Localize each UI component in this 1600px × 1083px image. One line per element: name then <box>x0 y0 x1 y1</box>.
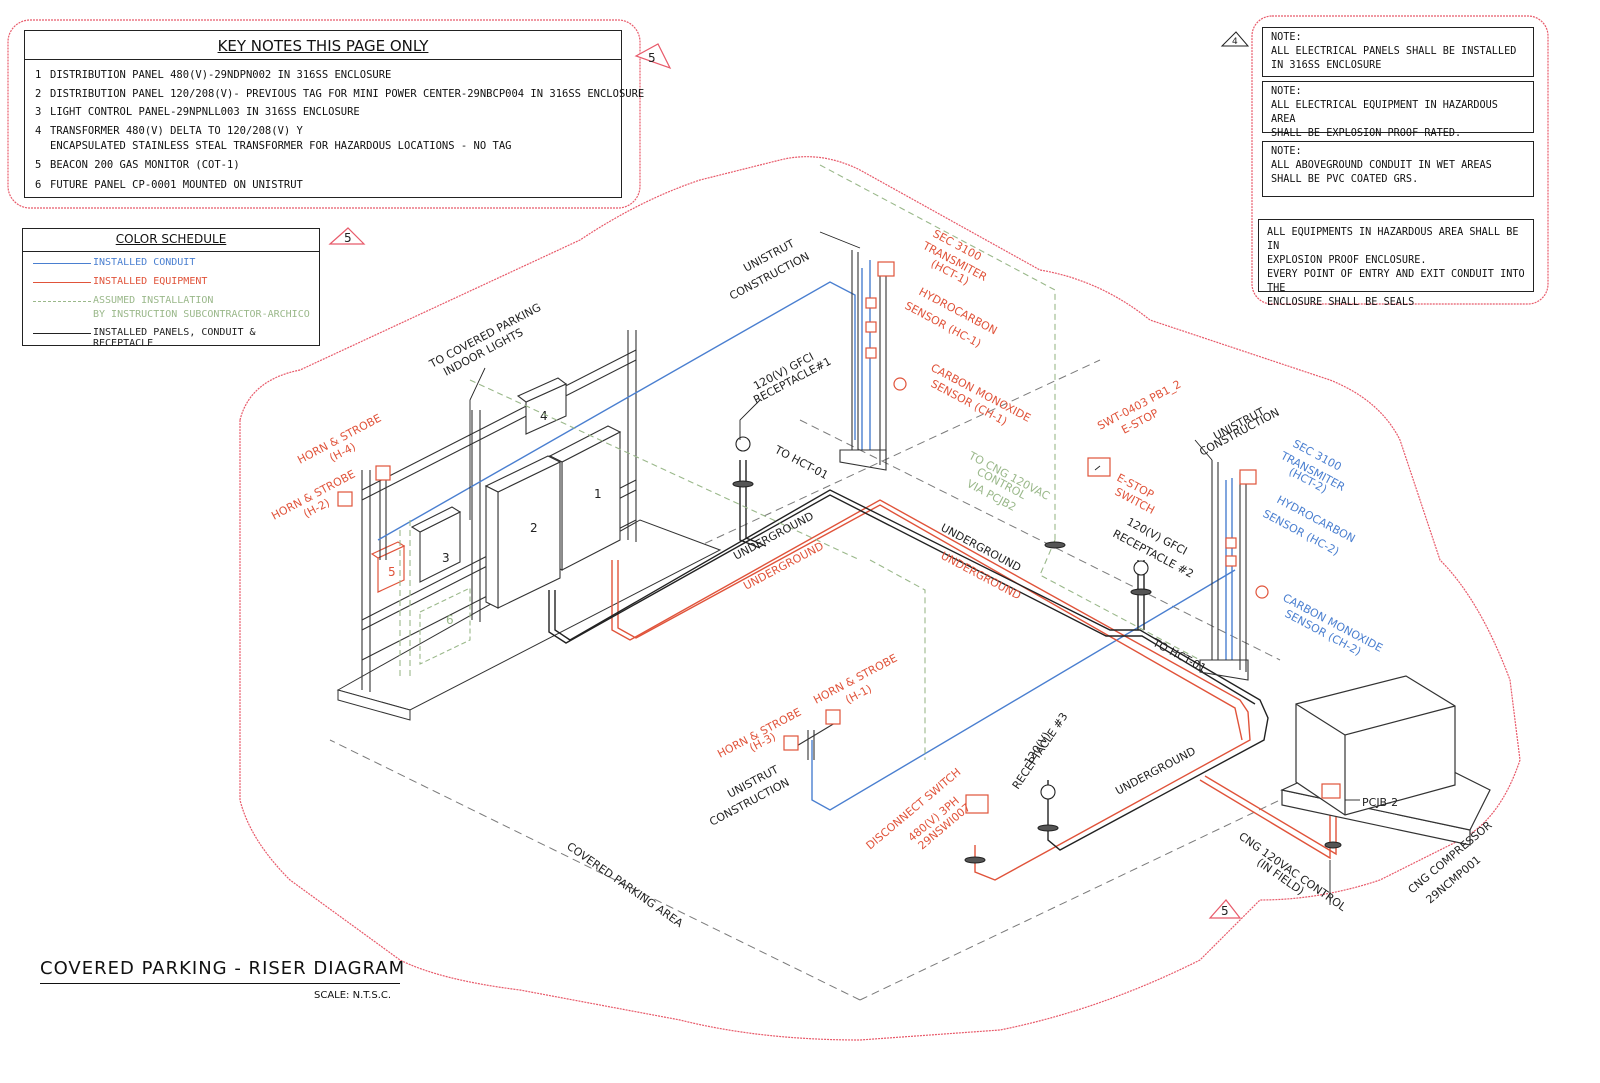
panel-5-tag: 5 <box>388 565 396 579</box>
color-label-panel: INSTALLED PANELS, CONDUIT & RECEPTACLE <box>93 327 256 349</box>
revision-cloud-keynotes <box>7 19 641 209</box>
sensors-hct1 <box>865 261 907 391</box>
assumed-installation-runs <box>399 164 1201 760</box>
panel-6-future <box>419 587 471 665</box>
installed-conduit-runs <box>377 260 1236 811</box>
diagram-scale: SCALE: N.T.S.C. <box>314 990 392 1001</box>
sleeve-marks <box>964 541 1342 864</box>
horn-strobe-h1-h3-devices <box>783 709 841 751</box>
label-underground-5: UNDERGROUND <box>1113 744 1198 797</box>
color-schedule-title: COLOR SCHEDULE <box>115 232 227 246</box>
covered-parking-outline <box>329 359 1281 1001</box>
key-notes-title: KEY NOTES THIS PAGE ONLY <box>217 37 429 55</box>
horn-strobe-h4-device <box>375 465 391 481</box>
color-swatch-assumed <box>33 301 91 302</box>
revision-triangle-notes: 4 <box>1220 31 1250 47</box>
label-to-hct01-a: TO HCT-01 <box>772 443 831 482</box>
key-note-4-line2: ENCAPSULATED STAINLESS STEAL TRANSFORMER… <box>50 140 512 152</box>
svg-text:5: 5 <box>344 231 352 245</box>
revision-cloud-main <box>239 156 1521 1041</box>
diagram-title-underline <box>40 983 400 984</box>
panel-3-tag: 3 <box>442 551 450 565</box>
left-horn-pole <box>379 480 387 560</box>
label-covered-parking-area: COVERED PARKING AREA <box>564 840 685 930</box>
color-label-equipment: INSTALLED EQUIPMENT <box>93 276 208 287</box>
revision-triangle-color: 5 <box>328 227 366 245</box>
color-label-assumed: ASSUMED INSTALLATION <box>93 295 214 306</box>
color-swatch-panel <box>33 333 91 334</box>
receptacle-1 <box>732 436 754 488</box>
revision-cloud-notes <box>1251 15 1549 305</box>
label-horn-h3-1: HORN & STROBE <box>715 706 803 761</box>
color-schedule-box: COLOR SCHEDULE INSTALLED CONDUIT INSTALL… <box>22 228 320 349</box>
equipment-conduit-runs <box>611 499 1337 881</box>
label-pcjb2: PCJB-2 <box>1362 796 1398 809</box>
svg-text:5: 5 <box>648 51 656 65</box>
unistrut-hct1 <box>839 250 887 471</box>
label-to-covered-parking-1: TO COVERED PARKING <box>426 301 543 371</box>
panel-4 <box>516 377 568 435</box>
color-swatch-conduit <box>33 263 91 264</box>
horn-strobe-h2-device <box>337 491 353 507</box>
panel-2-tag: 2 <box>530 521 538 535</box>
panel-2 <box>484 455 562 609</box>
note-box-2: NOTE: ALL ELECTRICAL EQUIPMENT IN HAZARD… <box>1262 81 1534 139</box>
cng-compressor <box>1280 675 1491 846</box>
panel-4-tag: 4 <box>540 409 548 423</box>
diagram-title: COVERED PARKING - RISER DIAGRAM <box>40 958 406 979</box>
note-box-4: ALL EQUIPMENTS IN HAZARDOUS AREA SHALL B… <box>1258 219 1534 308</box>
leader-lines <box>469 231 1360 905</box>
panel-1-tag: 1 <box>594 487 602 501</box>
label-receptacle3-2: RECEPTACLE #3 <box>1010 710 1071 791</box>
sensors-hct2 <box>1225 469 1269 599</box>
pcjb2-box <box>1321 783 1341 799</box>
disconnect-switch-device <box>965 794 989 814</box>
note-box-1: NOTE: ALL ELECTRICAL PANELS SHALL BE INS… <box>1262 27 1534 77</box>
color-swatch-equipment <box>33 282 91 283</box>
color-label-assumed-2: BY INSTRUCTION SUBCONTRACTOR-ARCHICO <box>93 309 310 320</box>
revision-triangle-keynotes: 5 <box>634 43 672 70</box>
unistrut-hct2 <box>1199 460 1249 681</box>
revision-triangle-bottom: 5 <box>1208 899 1242 919</box>
receptacle-2 <box>1130 560 1152 596</box>
panel-6-tag: 6 <box>446 613 454 627</box>
svg-text:4: 4 <box>1232 37 1238 47</box>
note-box-3: NOTE: ALL ABOVEGROUND CONDUIT IN WET ARE… <box>1262 141 1534 197</box>
color-label-conduit: INSTALLED CONDUIT <box>93 257 196 268</box>
receptacle-3 <box>1037 784 1059 832</box>
svg-text:5: 5 <box>1221 904 1229 918</box>
panel-3 <box>410 506 462 583</box>
label-unistrut-right-2: CONSTRUCTION <box>1197 406 1281 459</box>
